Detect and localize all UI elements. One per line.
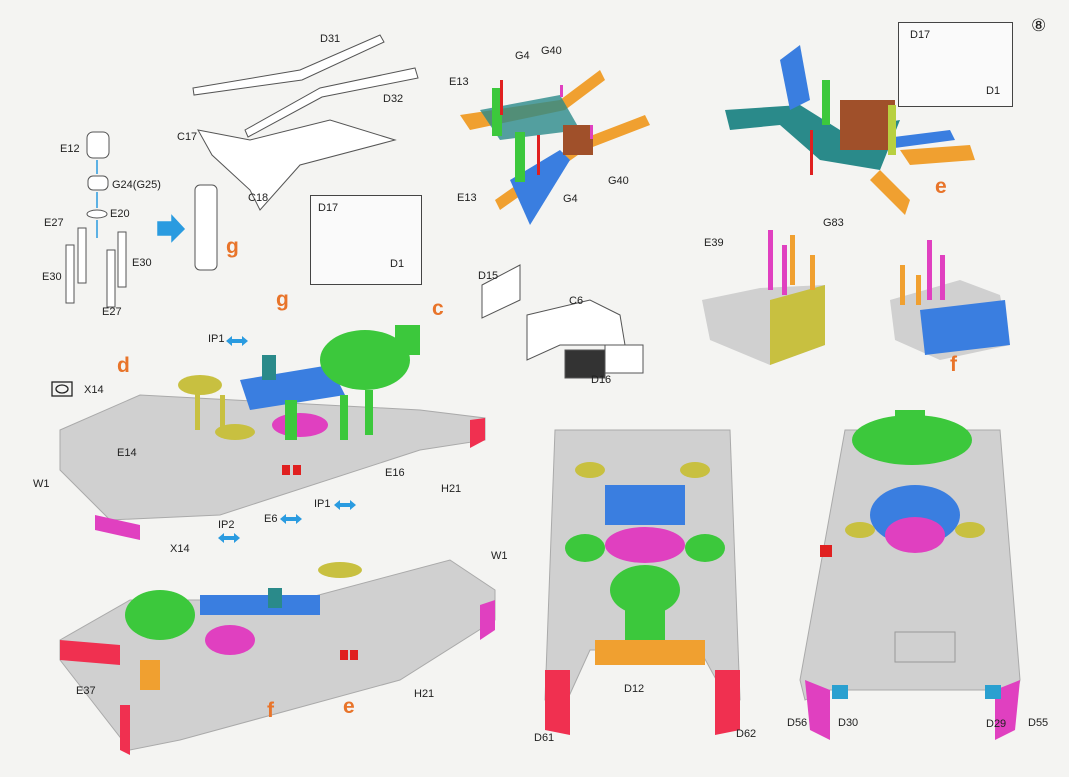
part-label: G24(G25) bbox=[112, 179, 161, 191]
callout-label: e bbox=[343, 695, 355, 718]
part-label: E13 bbox=[449, 76, 469, 88]
part-label: D62 bbox=[736, 728, 757, 740]
ip-arrows bbox=[218, 336, 356, 543]
part-label: C17 bbox=[177, 131, 198, 143]
part-label: G40 bbox=[608, 175, 629, 187]
part-label: E37 bbox=[76, 685, 96, 697]
assembly-e-drawing bbox=[725, 45, 975, 215]
part-label: D30 bbox=[838, 717, 859, 729]
part-label: D55 bbox=[1028, 717, 1049, 729]
part-label: C18 bbox=[248, 192, 269, 204]
part-label: E13 bbox=[457, 192, 477, 204]
callout-label: e bbox=[935, 175, 947, 198]
inset-d17-d1-assembly-e bbox=[898, 22, 1013, 107]
part-label: IP1 bbox=[208, 333, 225, 345]
part-label: D31 bbox=[320, 33, 341, 45]
step-number: ⑧ bbox=[1031, 16, 1047, 35]
main-assembly-drawing bbox=[59, 325, 486, 540]
lower-assembly-drawing bbox=[59, 559, 496, 755]
symbol-icon bbox=[51, 381, 73, 397]
part-label: X14 bbox=[84, 384, 104, 396]
result-arrow-icon bbox=[157, 214, 186, 243]
callout-label: f bbox=[267, 699, 274, 722]
colored-frame-drawing bbox=[460, 70, 650, 225]
part-label: D17 bbox=[318, 202, 339, 214]
part-label: E27 bbox=[102, 306, 122, 318]
part-label: W1 bbox=[491, 550, 508, 562]
part-label: G83 bbox=[823, 217, 844, 229]
callout-label: g bbox=[276, 288, 289, 311]
part-label: IP2 bbox=[218, 519, 235, 531]
part-label: E20 bbox=[110, 208, 130, 220]
bridge-frame-drawing bbox=[192, 34, 419, 211]
rear-view-drawing bbox=[799, 410, 1021, 740]
part-label: D32 bbox=[383, 93, 404, 105]
part-label: D17 bbox=[910, 29, 931, 41]
part-label: D1 bbox=[390, 258, 405, 270]
part-label: E27 bbox=[44, 217, 64, 229]
inset-d17-d1-frame bbox=[310, 195, 422, 285]
part-label: H21 bbox=[414, 688, 435, 700]
part-label: D16 bbox=[591, 374, 612, 386]
callout-label: c bbox=[432, 297, 444, 320]
part-label: D29 bbox=[986, 718, 1007, 730]
c6-assembly-drawing bbox=[481, 264, 644, 379]
part-label: C6 bbox=[569, 295, 584, 307]
part-label: E30 bbox=[42, 271, 62, 283]
part-label: G4 bbox=[515, 50, 530, 62]
part-label: E6 bbox=[264, 513, 278, 525]
part-label: D56 bbox=[787, 717, 808, 729]
part-label: E16 bbox=[385, 467, 405, 479]
part-label: W1 bbox=[33, 478, 50, 490]
part-label: X14 bbox=[170, 543, 190, 555]
part-label: D61 bbox=[534, 732, 555, 744]
part-label: E30 bbox=[132, 257, 152, 269]
callout-label: f bbox=[950, 353, 957, 376]
part-label: D12 bbox=[624, 683, 645, 695]
front-view-drawing bbox=[544, 429, 741, 735]
callout-label: d bbox=[117, 354, 130, 377]
part-label: E14 bbox=[117, 447, 137, 459]
part-label: G40 bbox=[541, 45, 562, 57]
part-label: E39 bbox=[704, 237, 724, 249]
assembly-arrows bbox=[96, 160, 186, 243]
part-label: D1 bbox=[986, 85, 1001, 97]
turret-assembly-drawing bbox=[65, 131, 218, 308]
assembly-f-drawing bbox=[702, 230, 1010, 365]
part-label: G4 bbox=[563, 193, 578, 205]
part-label: IP1 bbox=[314, 498, 331, 510]
callout-label: g bbox=[226, 235, 239, 258]
part-label: E12 bbox=[60, 143, 80, 155]
part-label: H21 bbox=[441, 483, 462, 495]
part-label: D15 bbox=[478, 270, 499, 282]
